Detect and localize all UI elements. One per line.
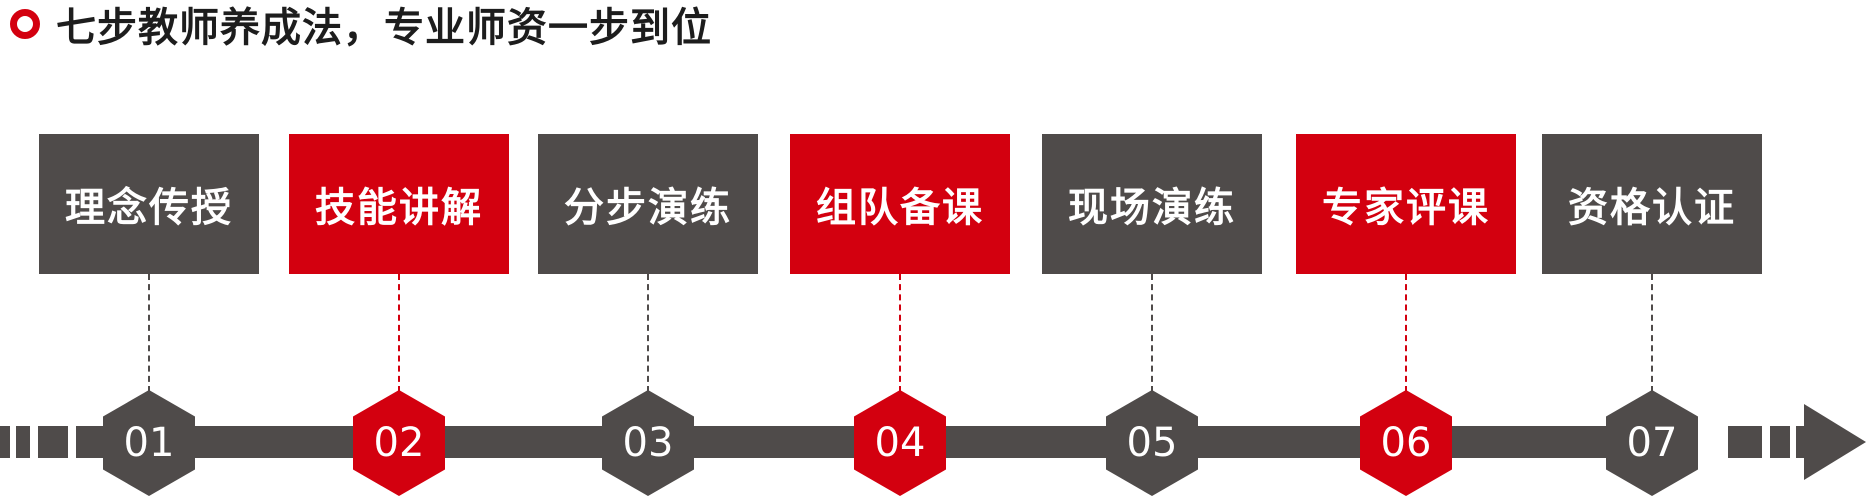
connector-5: [1151, 274, 1153, 392]
bar-segment: [1796, 426, 1806, 458]
step-box-2: 技能讲解: [289, 134, 509, 274]
circle-icon: [10, 9, 40, 39]
bar-segment: [16, 426, 30, 458]
step-hexagon-4: 04: [854, 390, 946, 496]
connector-7: [1651, 274, 1653, 392]
connector-6: [1405, 274, 1407, 392]
bar-segment: [38, 426, 68, 458]
step-box-4: 组队备课: [790, 134, 1010, 274]
bar-segment: [0, 426, 10, 458]
step-hexagon-7: 07: [1606, 390, 1698, 496]
connector-3: [647, 274, 649, 392]
bar-segment: [1728, 426, 1762, 458]
step-box-6: 专家评课: [1296, 134, 1516, 274]
page-title: 七步教师养成法，专业师资一步到位: [56, 5, 712, 51]
connector-2: [398, 274, 400, 392]
step-hexagon-1: 01: [103, 390, 195, 496]
step-hexagon-6: 06: [1360, 390, 1452, 496]
step-box-1: 理念传授: [39, 134, 259, 274]
arrow-head-icon: [1804, 404, 1866, 480]
step-hexagon-2: 02: [353, 390, 445, 496]
bar-segment: [1770, 426, 1790, 458]
step-hexagon-5: 05: [1106, 390, 1198, 496]
step-box-7: 资格认证: [1542, 134, 1762, 274]
header: 七步教师养成法，专业师资一步到位: [10, 0, 712, 51]
connector-1: [148, 274, 150, 392]
step-box-3: 分步演练: [538, 134, 758, 274]
step-hexagon-3: 03: [602, 390, 694, 496]
step-box-5: 现场演练: [1042, 134, 1262, 274]
connector-4: [899, 274, 901, 392]
